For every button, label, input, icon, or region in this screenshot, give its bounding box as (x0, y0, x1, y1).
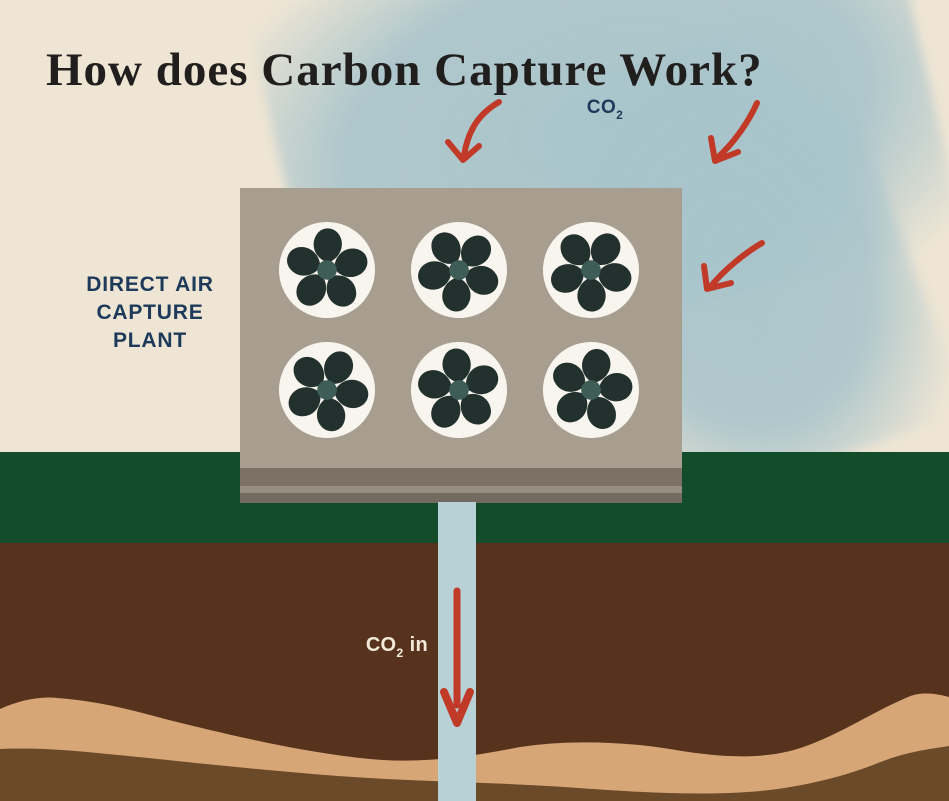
fan-rotor-icon (395, 326, 523, 454)
direct-air-capture-plant (240, 188, 682, 468)
page-title: How does Carbon Capture Work? (46, 44, 763, 97)
plant-label-line: DIRECT AIR (86, 273, 214, 296)
fan-rotor-icon (278, 221, 376, 319)
co2-injection-pipe (438, 502, 476, 801)
fan-rotor-icon (391, 202, 527, 338)
direct-air-capture-plant-label: DIRECT AIR CAPTURE PLANT (38, 271, 262, 355)
plant-label-line: PLANT (113, 329, 187, 352)
fan-rotor-icon (535, 334, 647, 446)
fan-rotor-icon (263, 326, 391, 454)
co2-cloud-label: CO2 (586, 97, 624, 122)
plant-label-line: CAPTURE (96, 301, 204, 324)
soil-strata-waves (0, 693, 949, 801)
plant-foundation (240, 468, 682, 503)
fan-rotor-icon (532, 211, 650, 329)
